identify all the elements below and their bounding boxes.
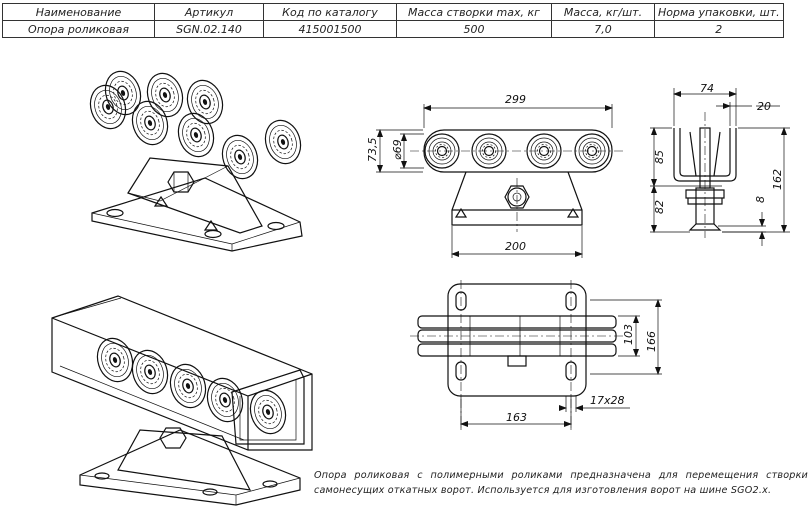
dim-plan-outer: 166 xyxy=(645,331,658,352)
plan-view: 166 103 163 17x28 xyxy=(410,280,662,430)
dim-side-width: 74 xyxy=(700,82,714,95)
isometric-view-in-rail xyxy=(51,295,313,506)
header-pack-quantity: Норма упаковки, шт. xyxy=(654,3,784,21)
dim-plan-inner: 103 xyxy=(622,324,635,345)
dim-side-lower: 82 xyxy=(653,200,666,214)
product-description: Опора роликовая с полимерными роликами п… xyxy=(314,470,808,496)
cell-pack-quantity: 2 xyxy=(654,20,784,38)
spec-table: Наименование Артикул Код по каталогу Мас… xyxy=(2,3,784,38)
cell-unit-mass: 7,0 xyxy=(551,20,655,38)
isometric-view-carriage xyxy=(84,66,307,252)
dim-roller-diameter: ⌀69 xyxy=(391,139,404,160)
front-view: 299 73,5 ⌀69 200 xyxy=(366,93,625,258)
dim-base-width: 200 xyxy=(505,240,526,253)
side-view: 74 20 85 82 162 8 xyxy=(650,82,790,246)
dim-front-width: 299 xyxy=(505,93,526,106)
dim-side-upper: 85 xyxy=(653,150,666,164)
cell-name: Опора роликовая xyxy=(2,20,155,38)
dim-side-offset: 20 xyxy=(757,100,771,113)
dim-front-height: 73,5 xyxy=(366,138,379,163)
dim-side-total: 162 xyxy=(771,169,784,190)
dim-side-plate: 8 xyxy=(754,196,767,203)
spec-header-row: Наименование Артикул Код по каталогу Мас… xyxy=(2,3,784,21)
header-unit-mass: Масса, кг/шт. xyxy=(551,3,655,21)
dim-plan-length: 163 xyxy=(506,411,527,424)
cell-max-leaf-mass: 500 xyxy=(396,20,552,38)
spec-data-row: Опора роликовая SGN.02.140 415001500 500… xyxy=(2,20,784,38)
cell-article: SGN.02.140 xyxy=(154,20,264,38)
dim-slot: 17x28 xyxy=(590,394,625,407)
